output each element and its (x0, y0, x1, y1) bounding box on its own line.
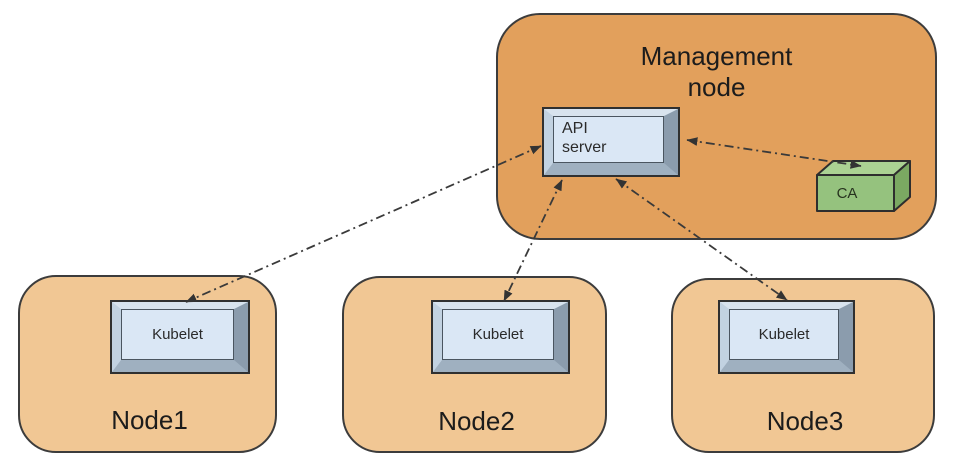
node2-kubelet-label: Kubelet (472, 326, 524, 343)
node1-label: Node1 (111, 405, 188, 435)
node3-label: Node3 (766, 406, 844, 436)
node1-kubelet-box: Kubelet (110, 300, 250, 374)
ca-front-face (816, 174, 895, 212)
node2-kubelet-box: Kubelet (431, 300, 570, 374)
node1-kubelet-label: Kubelet (152, 326, 203, 343)
node2-label: Node2 (438, 406, 515, 436)
ca-box (816, 160, 911, 212)
ca-label: CA (836, 184, 858, 202)
node3-kubelet-box: Kubelet (718, 300, 855, 374)
api-server-label: API server (562, 120, 607, 156)
management-node-title: Management node (640, 41, 793, 102)
api-server-box: API server (542, 107, 680, 177)
node3-kubelet-label: Kubelet (758, 326, 810, 343)
